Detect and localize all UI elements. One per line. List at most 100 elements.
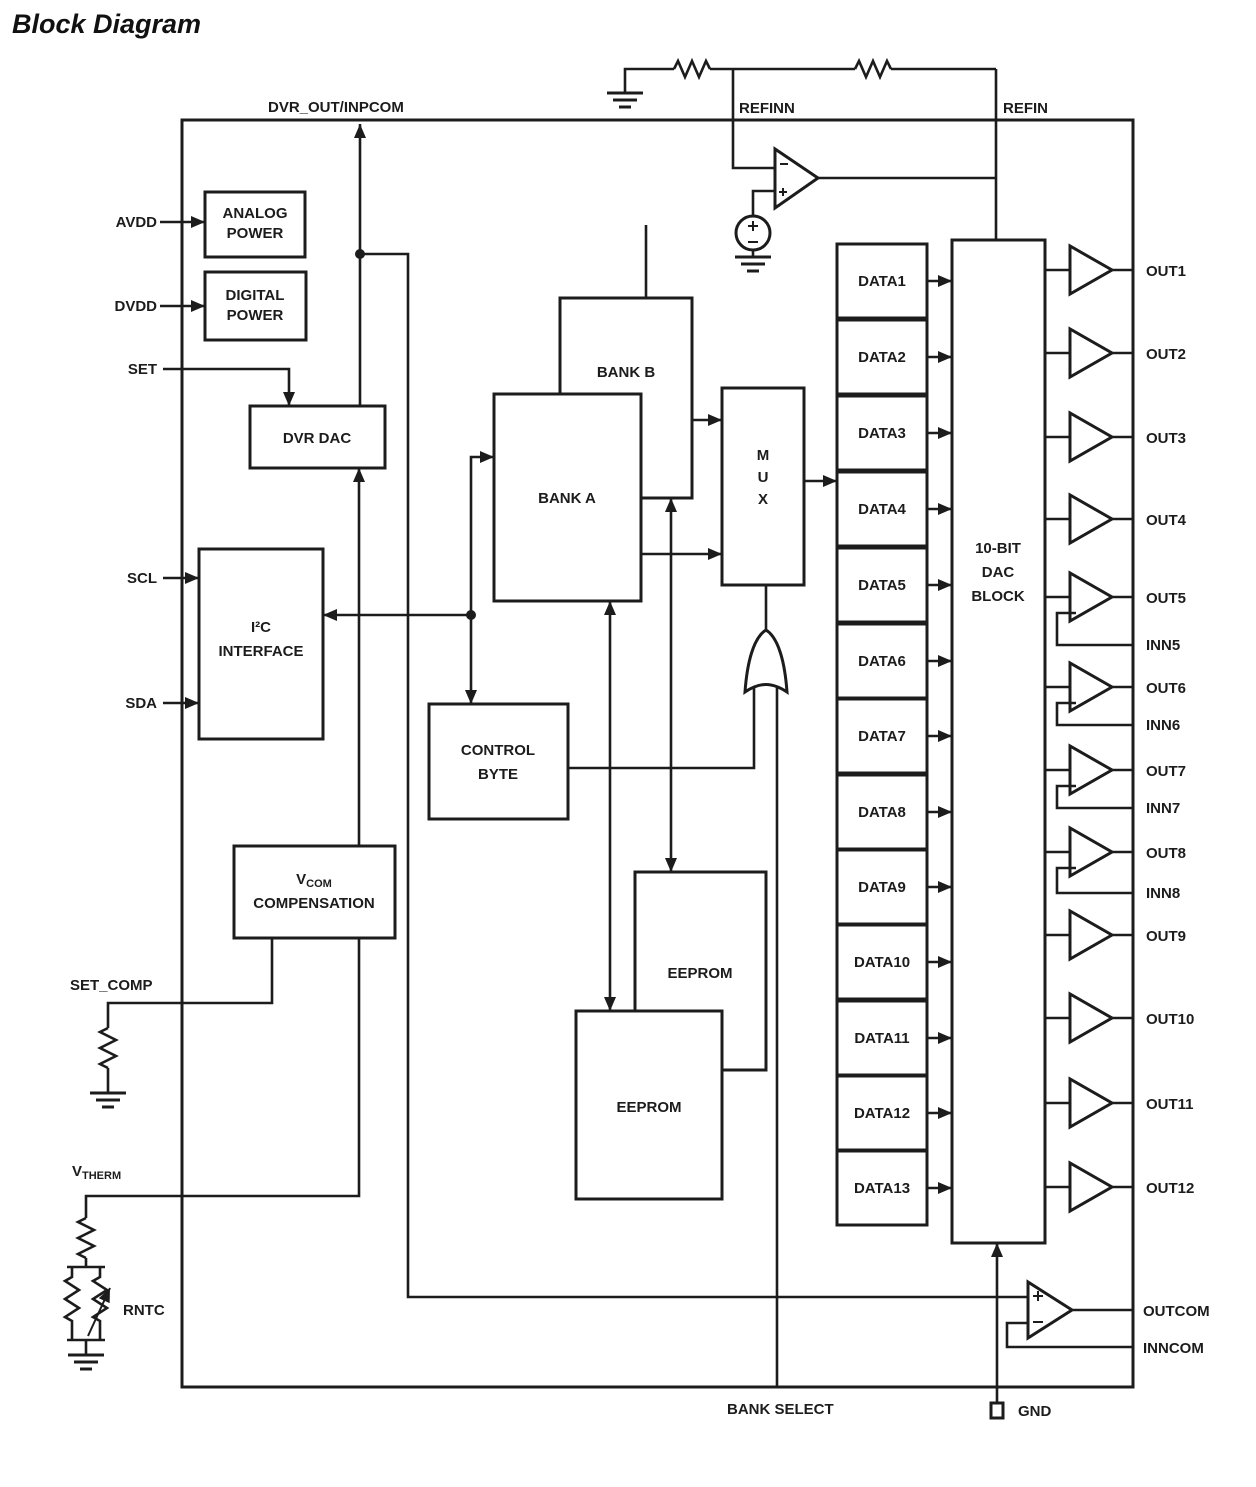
- buffer-triangle: [1068, 570, 1116, 624]
- label-data3: DATA3: [858, 425, 906, 442]
- label-data9: DATA9: [858, 879, 906, 896]
- buffer-triangle: [1068, 1076, 1116, 1130]
- ground-symbol-setcomp: [90, 1091, 126, 1109]
- pin-label-out5: OUT5: [1146, 590, 1186, 607]
- label-vcom-1: VCOM: [296, 871, 332, 890]
- i2c-bus-net: [323, 451, 494, 704]
- label-bank-b: BANK B: [597, 364, 655, 381]
- label-data8: DATA8: [858, 804, 906, 821]
- outcom-buffer: OUTCOM INNCOM: [1005, 1279, 1210, 1357]
- label-rntc: RNTC: [123, 1302, 165, 1319]
- wire-inpcom: [360, 252, 1028, 1299]
- label-data11: DATA11: [854, 1030, 909, 1047]
- label-data1: DATA1: [858, 273, 906, 290]
- out-buffer-2: OUT2: [1045, 326, 1186, 380]
- data-register: [835, 242, 929, 320]
- data-register-stack: DATA1 DATA2 DATA3 DATA4 DATA5 DATA6 DATA…: [835, 242, 952, 1227]
- label-data13: DATA13: [854, 1180, 910, 1197]
- out-buffer-11: OUT11: [1045, 1076, 1194, 1130]
- label-mux-x: X: [758, 491, 768, 508]
- pin-label-dvr-out: DVR_OUT/INPCOM: [268, 99, 404, 116]
- label-bank-a: BANK A: [538, 490, 596, 507]
- ground-symbol-rntc: [68, 1353, 104, 1371]
- label-dac-2: DAC: [982, 564, 1015, 581]
- wire-set-comp: [106, 938, 274, 1028]
- data-register: [835, 1149, 929, 1227]
- vcom-sub: COM: [306, 878, 332, 890]
- pin-label-refin: REFIN: [1003, 100, 1048, 117]
- wire-bus-to-banka: [469, 451, 494, 615]
- vtherm-sub: THERM: [82, 1170, 121, 1182]
- pin-label-bank-select: BANK SELECT: [727, 1401, 834, 1418]
- buffer-triangle: [1068, 991, 1116, 1045]
- out-buffer-3: OUT3: [1045, 410, 1186, 464]
- left-pins: AVDD ANALOG POWER DVDD DIGITAL POWER SET…: [114, 190, 308, 712]
- buffer-triangle: [1068, 743, 1116, 797]
- label-eeprom-a: EEPROM: [616, 1099, 681, 1116]
- wire-vtherm: [84, 938, 361, 1218]
- out-buffer-1: OUT1: [1045, 243, 1186, 297]
- pin-label-dvdd: DVDD: [114, 298, 157, 315]
- block-bank-a: [492, 392, 643, 603]
- pin-label-out12: OUT12: [1146, 1180, 1194, 1197]
- label-dvr-dac: DVR DAC: [283, 430, 352, 447]
- data-register: [835, 999, 929, 1077]
- block-digital-power: [203, 270, 308, 342]
- pin-label-inn5: INN5: [1146, 637, 1180, 654]
- label-eeprom-b: EEPROM: [667, 965, 732, 982]
- label-control-2: BYTE: [478, 766, 518, 783]
- data-register: [835, 773, 929, 851]
- rntc-network: RNTC: [62, 1265, 165, 1371]
- pin-label-out10: OUT10: [1146, 1011, 1194, 1028]
- label-control-1: CONTROL: [461, 742, 535, 759]
- block-i2c-interface: [197, 547, 325, 741]
- label-data12: DATA12: [854, 1105, 910, 1122]
- label-mux-m: M: [757, 447, 770, 464]
- block-dvr-dac: [248, 404, 387, 470]
- label-data6: DATA6: [858, 653, 906, 670]
- pin-label-vtherm: VTHERM: [72, 1163, 121, 1182]
- label-data7: DATA7: [858, 728, 906, 745]
- pin-label-outcom: OUTCOM: [1143, 1303, 1210, 1320]
- dvr-out-net: DVR_OUT/INPCOM: [268, 99, 1028, 1299]
- pin-label-inn7: INN7: [1146, 800, 1180, 817]
- buffer-triangle: [1068, 243, 1116, 297]
- pin-label-out8: OUT8: [1146, 845, 1186, 862]
- label-data2: DATA2: [858, 349, 906, 366]
- pin-label-set: SET: [128, 361, 157, 378]
- pin-label-inncom: INNCOM: [1143, 1340, 1204, 1357]
- pin-label-out9: OUT9: [1146, 928, 1186, 945]
- wire-inncom: [1005, 1321, 1133, 1349]
- rntc-fixed-resistor: [62, 1267, 82, 1340]
- pin-label-gnd: GND: [1018, 1403, 1052, 1420]
- label-i2c-1: I²C: [251, 619, 271, 636]
- plus-sign-source: [748, 221, 758, 231]
- buffer-triangle: [1068, 410, 1116, 464]
- plus-sign-ref-opamp: [779, 188, 787, 196]
- wire-ref-left: [623, 67, 674, 93]
- label-data4: DATA4: [858, 501, 906, 518]
- label-data10: DATA10: [854, 954, 910, 971]
- page-title: Block Diagram: [12, 9, 201, 39]
- pin-label-avdd: AVDD: [116, 214, 158, 231]
- buffer-triangle: [1068, 492, 1116, 546]
- pin-label-set-comp: SET_COMP: [70, 977, 153, 994]
- resistor-vtherm: [75, 1216, 97, 1260]
- wire-ref-opamp-plus: [751, 189, 775, 216]
- thermistor-arrow: [87, 1287, 111, 1337]
- pin-label-out7: OUT7: [1146, 763, 1186, 780]
- out-buffer-9: OUT9: [1045, 908, 1186, 962]
- wire-refinn: [731, 69, 775, 170]
- reference-network: REFINN REFIN: [607, 57, 1048, 273]
- block-vcom-compensation: [232, 844, 397, 940]
- or-gate: [743, 628, 789, 695]
- data-register: [835, 923, 929, 1001]
- out-buffer-4: OUT4: [1045, 492, 1187, 546]
- wire-set: [163, 367, 295, 406]
- buffer-triangle: [1068, 326, 1116, 380]
- pin-label-sda: SDA: [125, 695, 157, 712]
